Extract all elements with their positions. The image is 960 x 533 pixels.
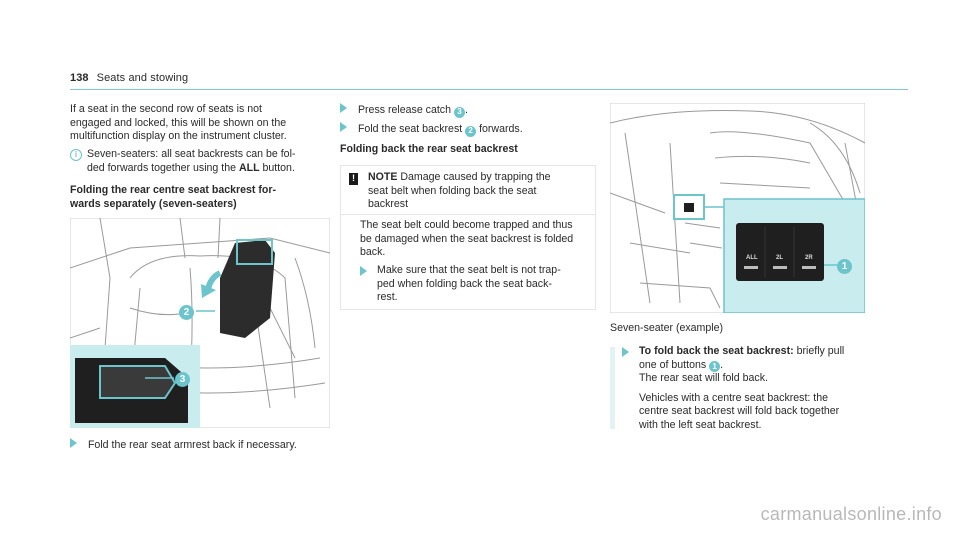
text-line: seat belt when folding back the seat [368, 184, 537, 197]
callout-2-badge: 2 [179, 305, 194, 320]
armrest-step: Fold the rear seat armrest back if neces… [70, 438, 340, 453]
trunk-figure: ALL 2L 2R 1 [610, 103, 865, 313]
release-step: Press release catch 3. [340, 103, 595, 118]
step-arrow-icon [70, 438, 77, 448]
heading-line: Folding the rear centre seat backrest fo… [70, 184, 277, 196]
2l-button-label: 2L [776, 255, 784, 261]
page-header: 138 Seats and stowing [70, 72, 188, 84]
step-text: one of buttons [639, 358, 710, 371]
text-line: backrest [368, 198, 409, 211]
fold-back-step: To fold back the seat backrest: briefly … [622, 345, 882, 433]
section-heading: Folding the rear centre seat backrest fo… [70, 184, 340, 211]
step-text: forwards. [476, 123, 523, 135]
callout-1-badge: 1 [837, 259, 852, 274]
text-line: Make sure that the seat belt is not trap… [377, 264, 561, 276]
text-line: ded forwards together using the [87, 161, 236, 174]
2r-button-label: 2R [805, 255, 813, 261]
info-note: i Seven-seaters: all seat backrests can … [70, 148, 340, 175]
intro-paragraph: If a seat in the second row of seats is … [70, 103, 332, 144]
heading-line: wards separately (seven-seaters) [70, 197, 237, 210]
text-line: ped when folding back the seat back- [377, 277, 552, 290]
note-title: ! NOTE Damage caused by trapping the sea… [349, 171, 589, 212]
all-button-label: ALL [238, 161, 260, 174]
step-sidebar [610, 347, 615, 429]
text-line: be damaged when the seat backrest is fol… [360, 232, 574, 245]
step-arrow-icon [622, 347, 629, 357]
step-arrow-icon [360, 266, 367, 276]
step-text: Fold the seat backrest [357, 123, 466, 135]
text-line: back. [360, 246, 386, 259]
callout-3-badge: 3 [453, 106, 465, 118]
note-box: ! NOTE Damage caused by trapping the sea… [340, 165, 596, 310]
text-line: rest. [377, 291, 398, 304]
header-rule [70, 89, 908, 90]
note-divider [341, 214, 595, 215]
note-step: Make sure that the seat belt is not trap… [360, 264, 590, 305]
step-text: The rear seat will fold back. [639, 372, 768, 385]
step-text: . [720, 358, 724, 371]
step-text: . [464, 104, 468, 116]
note-label: NOTE [368, 171, 398, 183]
text-line: button. [259, 161, 295, 174]
step-label: To fold back the seat backrest: [639, 345, 794, 357]
callout-1-badge: 1 [709, 361, 721, 373]
text-line: Vehicles with a centre seat backrest: th… [639, 391, 829, 404]
text-line: Seven-seaters: all seat backrests can be… [87, 148, 296, 160]
text-line: The seat belt could become trapped and t… [360, 219, 573, 231]
step-text: Fold the rear seat armrest back if neces… [87, 439, 297, 451]
step-text: Press release catch [357, 104, 454, 116]
rear-seat-figure: 2 3 [70, 218, 330, 428]
step-text: briefly pull [793, 345, 845, 357]
warning-icon: ! [349, 173, 358, 185]
text-line: Damage caused by trapping the [397, 171, 551, 183]
figure-caption: Seven-seater (example) [610, 322, 724, 334]
all-button-label: ALL [746, 255, 758, 261]
text-line: engaged and locked, this will be shown o… [70, 116, 287, 129]
text-line: If a seat in the second row of seats is … [70, 103, 262, 115]
text-line: with the left seat backrest. [639, 418, 762, 431]
callout-3-badge: 3 [175, 372, 190, 387]
section-title: Seats and stowing [96, 72, 189, 84]
trunk-illustration [610, 103, 865, 313]
section-heading: Folding back the rear seat backrest [340, 143, 518, 155]
step-arrow-icon [340, 122, 347, 132]
watermark[interactable]: carmanualsonline.info [760, 504, 942, 524]
fold-step: Fold the seat backrest 2 forwards. [340, 122, 595, 137]
text-line: multifunction display on the instrument … [70, 130, 287, 143]
callout-2-badge: 2 [465, 125, 477, 137]
rear-seat-illustration [70, 218, 330, 428]
page-number: 138 [70, 72, 89, 84]
note-body: The seat belt could become trapped and t… [360, 219, 590, 260]
step-arrow-icon [340, 103, 347, 113]
text-line: centre seat backrest will fold back toge… [639, 405, 840, 418]
info-icon: i [70, 149, 82, 161]
